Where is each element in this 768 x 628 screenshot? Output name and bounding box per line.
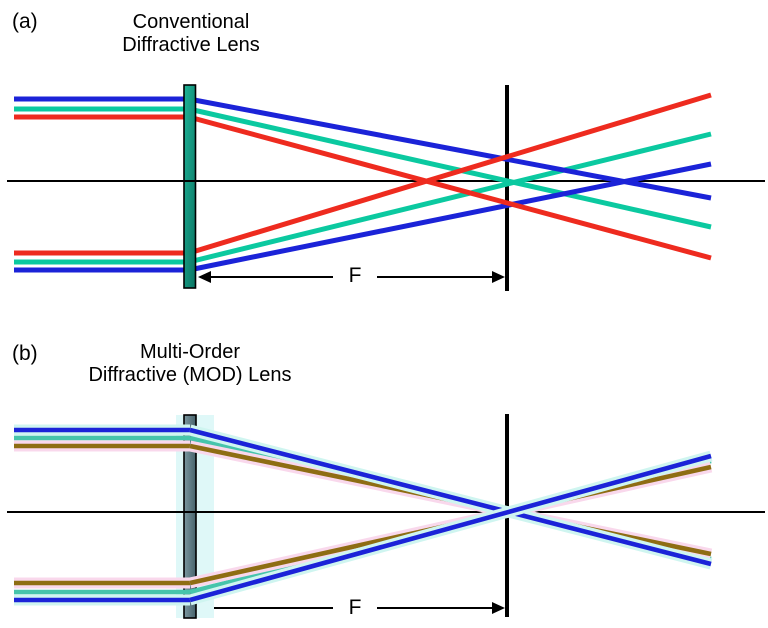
f-arrowhead-right: [492, 271, 505, 283]
panel-a-title-line1: Conventional: [132, 11, 250, 33]
ray-blue: [188, 96, 712, 201]
panel-b-title-line1: Multi-Order: [139, 341, 240, 363]
panel-b-title-line2: Diffractive (MOD) Lens: [88, 364, 292, 386]
panel-b-title: Multi-Order Diffractive (MOD) Lens: [70, 341, 310, 387]
panel-b-label: (b): [12, 342, 38, 365]
panel-a-drawing: [7, 84, 765, 291]
panel-b-drawing: [7, 414, 765, 619]
ray-blue: [189, 453, 712, 603]
panel-b-focal-length-label: F: [348, 596, 362, 619]
panel-a-focal-length-label: F: [348, 264, 362, 287]
lens-bar: [183, 414, 197, 619]
panel-a-title: Conventional Diffractive Lens: [91, 11, 291, 57]
panel-a-label: (a): [12, 10, 38, 33]
f-arrowhead-right: [492, 602, 505, 614]
panel-a-title-line2: Diffractive Lens: [122, 34, 260, 56]
ray-blue: [189, 427, 712, 567]
f-arrowhead-left: [198, 271, 211, 283]
ray-red: [188, 92, 712, 256]
lens-bar: [183, 84, 197, 289]
ray-green: [188, 131, 712, 265]
ray-green: [188, 106, 712, 230]
ray-red: [188, 114, 712, 261]
ray-blue: [188, 161, 712, 273]
